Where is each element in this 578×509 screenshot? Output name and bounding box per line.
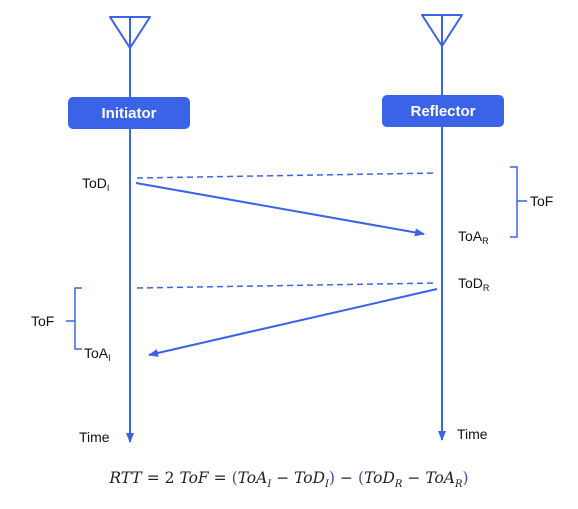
reflector-tof-bracket (510, 166, 527, 238)
formula-rparen1: ) (329, 469, 336, 487)
formula-tod-r-sub: R (394, 479, 403, 490)
toa-r-base: ToA (458, 228, 483, 244)
formula-tod-sub: I (325, 479, 329, 490)
dashed-line-lower (136, 282, 438, 289)
tod-i-base: ToD (82, 175, 107, 191)
formula-eq1: = (146, 469, 160, 487)
tod-r-sub: R (482, 283, 490, 293)
tod-i-sub: I (106, 183, 110, 193)
initiator-label: Initiator (101, 104, 157, 122)
formula-lhs: RTT (109, 469, 142, 487)
rtt-formula: RTT = 2 ToF = (ToAI − ToDI) − (ToDR − To… (0, 468, 578, 490)
toa-i-sub: I (108, 353, 111, 363)
formula-toa-sub: I (267, 479, 272, 490)
formula-lparen2: ( (357, 469, 364, 487)
tod-i-label: ToDI (82, 175, 110, 193)
reflector-antenna-icon (421, 14, 463, 47)
toa-i-base: ToA (84, 345, 109, 361)
initiator-tof-bracket (66, 287, 82, 350)
formula-tof: ToF (179, 469, 209, 487)
reflector-label: Reflector (410, 102, 476, 120)
toa-r-label: ToAR (458, 228, 489, 246)
signal-arrow-return (148, 288, 438, 357)
reflector-time-label: Time (457, 426, 488, 442)
formula-minus1: − (276, 469, 290, 487)
formula-tod-r: ToD (364, 469, 395, 487)
toa-r-sub: R (482, 236, 489, 246)
formula-eq2: = (213, 469, 227, 487)
initiator-antenna-icon (109, 16, 151, 49)
formula-toa: ToA (237, 469, 268, 487)
formula-lparen1: ( (231, 469, 238, 487)
formula-minus2: − (340, 469, 353, 487)
initiator-tof-label: ToF (31, 313, 55, 329)
formula-toa-r-sub: R (454, 479, 463, 490)
formula-minus3: − (407, 469, 421, 487)
toa-i-label: ToAI (84, 345, 111, 363)
signal-arrow-forward (135, 182, 425, 237)
tod-r-label: ToDR (458, 275, 490, 293)
initiator-time-label: Time (79, 429, 110, 445)
formula-rparen2: ) (462, 469, 469, 487)
reflector-box: Reflector (382, 95, 504, 127)
dashed-line-upper (136, 172, 438, 179)
reflector-tof-label: ToF (530, 193, 554, 209)
formula-toa-r: ToA (425, 469, 455, 487)
formula-tod: ToD (294, 469, 326, 487)
initiator-box: Initiator (68, 97, 190, 129)
tod-r-base: ToD (458, 275, 483, 291)
formula-coef: 2 (164, 469, 175, 487)
